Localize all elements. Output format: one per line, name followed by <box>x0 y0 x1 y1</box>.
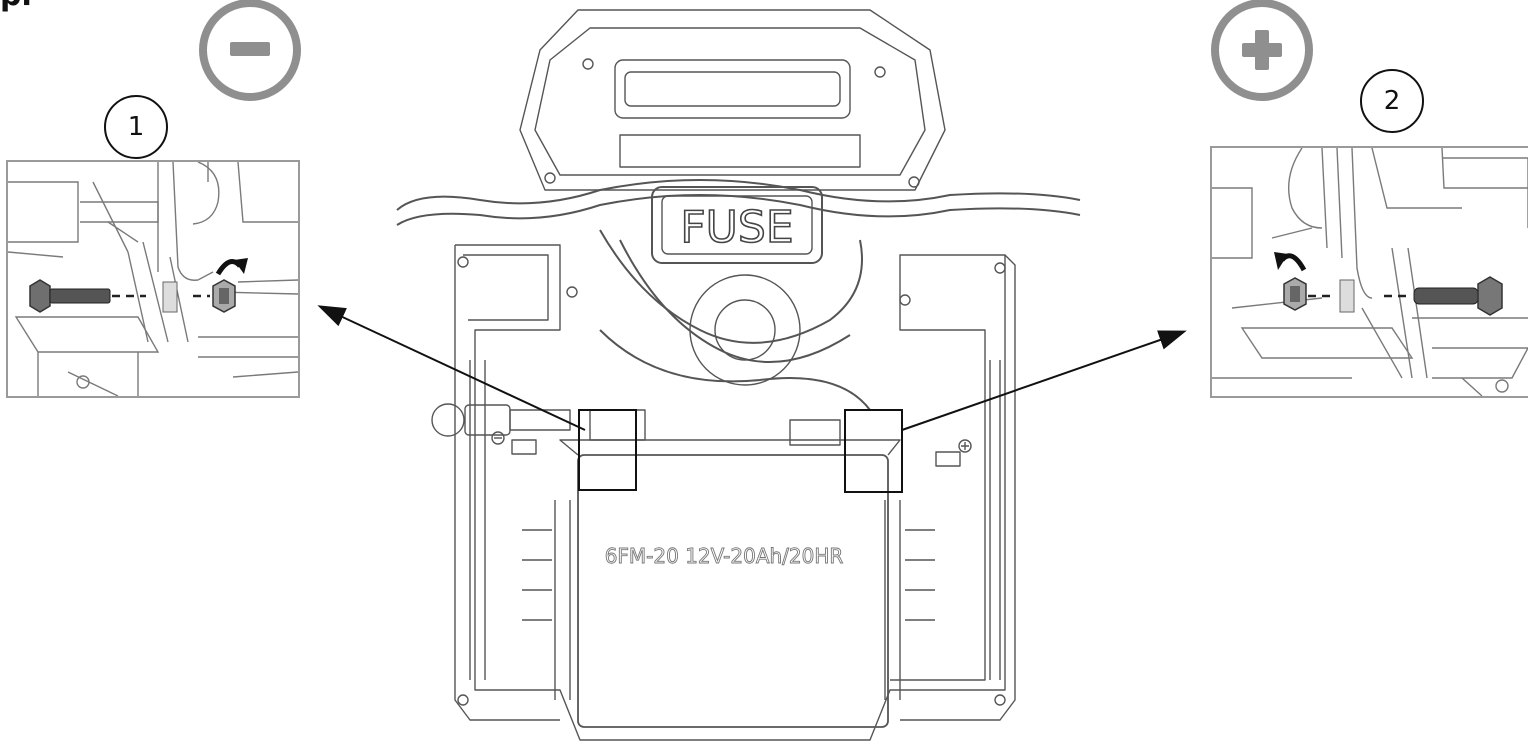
positive-terminal-highlight <box>844 409 903 493</box>
fuse-label: FUSE <box>680 202 793 253</box>
arrow-to-negative-detail <box>317 305 586 431</box>
negative-terminal-drawing <box>8 162 298 396</box>
minus-sign-icon <box>199 0 301 101</box>
positive-terminal-drawing <box>1212 148 1528 396</box>
plus-sign-icon <box>1211 0 1313 101</box>
bolt-icon <box>1413 276 1503 316</box>
step-2-badge: 2 <box>1360 69 1424 133</box>
negative-terminal-highlight <box>578 409 637 491</box>
nut-icon <box>1283 277 1307 311</box>
bolt-icon <box>29 279 111 313</box>
positive-terminal-detail <box>1210 146 1528 398</box>
battery-label: 6FM-20 12V-20Ah/20HR <box>605 544 844 568</box>
negative-terminal-detail <box>6 160 300 398</box>
heading: pl <box>0 0 32 13</box>
step-1-badge: 1 <box>104 95 168 159</box>
arrow-to-positive-detail <box>901 330 1187 431</box>
nut-icon <box>212 279 236 313</box>
